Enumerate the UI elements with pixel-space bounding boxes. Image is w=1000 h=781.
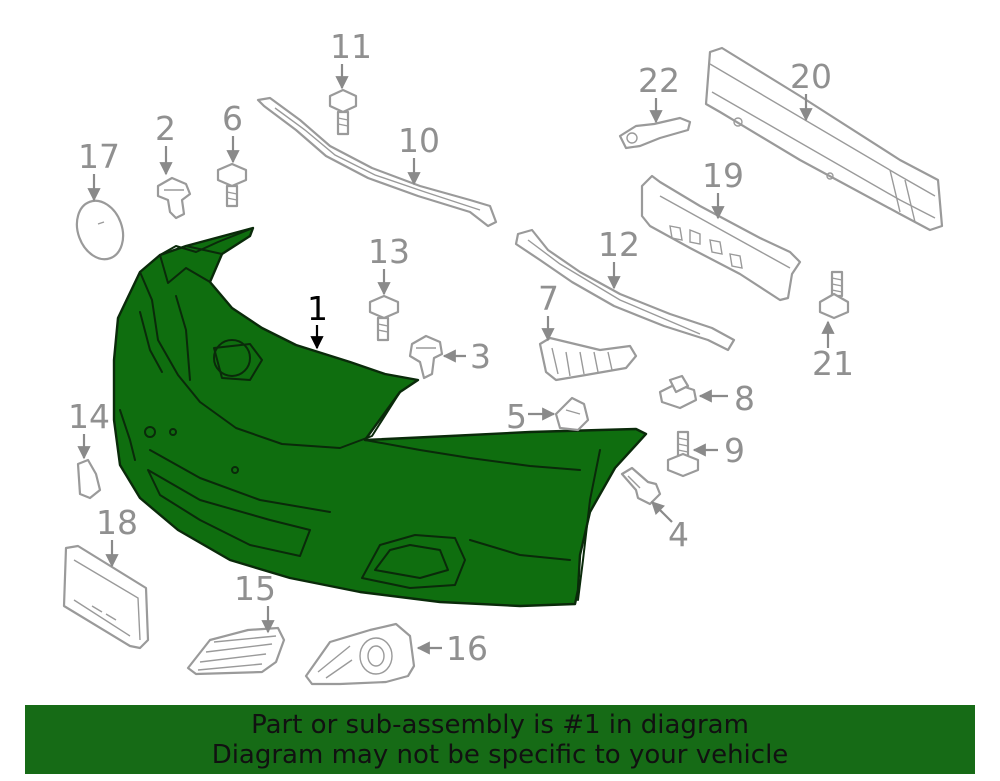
svg-text:18: 18	[96, 503, 138, 542]
callout-1: 1	[307, 289, 328, 350]
callout-14: 14	[68, 397, 110, 460]
callout-12: 12	[598, 225, 640, 290]
svg-text:10: 10	[398, 121, 440, 160]
svg-text:8: 8	[734, 379, 755, 418]
svg-text:16: 16	[446, 629, 488, 668]
part-14-side-cap[interactable]	[76, 458, 102, 500]
callout-11: 11	[330, 27, 372, 90]
svg-text:19: 19	[702, 156, 744, 195]
callout-19: 19	[702, 156, 744, 220]
svg-text:1: 1	[307, 289, 328, 328]
banner-line-1: Part or sub-assembly is #1 in diagram	[251, 710, 749, 740]
callout-17: 17	[78, 137, 120, 202]
part-1-bumper-cover[interactable]	[112, 226, 648, 608]
part-5-clip[interactable]	[554, 396, 590, 432]
svg-text:12: 12	[598, 225, 640, 264]
part-19-absorber[interactable]	[640, 174, 802, 302]
part-2-push-clip[interactable]	[156, 176, 192, 220]
callout-7: 7	[538, 279, 559, 342]
callout-21: 21	[812, 320, 854, 383]
part-8-nut[interactable]	[658, 374, 698, 410]
part-11-bolt[interactable]	[328, 88, 358, 136]
part-18-license-bracket[interactable]	[62, 544, 150, 650]
part-21-bolt[interactable]	[818, 270, 850, 320]
svg-text:11: 11	[330, 27, 372, 66]
svg-text:17: 17	[78, 137, 120, 176]
callout-18: 18	[96, 503, 138, 568]
part-4-screw[interactable]	[620, 466, 662, 506]
part-3-clip[interactable]	[408, 334, 444, 380]
callout-15: 15	[234, 569, 276, 634]
svg-text:7: 7	[538, 279, 559, 318]
part-16-fog-bezel[interactable]	[304, 622, 416, 686]
part-17-cap[interactable]	[69, 194, 131, 265]
part-9-bolt[interactable]	[666, 430, 700, 478]
svg-text:4: 4	[668, 515, 689, 554]
callout-8: 8	[698, 379, 755, 418]
callout-2: 2	[155, 109, 176, 176]
info-banner: Part or sub-assembly is #1 in diagram Di…	[25, 705, 975, 774]
callout-16: 16	[416, 629, 488, 668]
callout-9: 9	[692, 431, 745, 470]
part-15-grille[interactable]	[186, 626, 286, 676]
svg-text:5: 5	[506, 397, 527, 436]
svg-text:14: 14	[68, 397, 110, 436]
part-13-bolt[interactable]	[368, 294, 400, 342]
part-7-bracket[interactable]	[538, 336, 638, 382]
svg-text:2: 2	[155, 109, 176, 148]
callout-6: 6	[222, 99, 243, 164]
banner-line-2: Diagram may not be specific to your vehi…	[211, 740, 789, 770]
svg-text:13: 13	[368, 232, 410, 271]
parts-diagram: 1 2 6 17 11 10	[62, 27, 944, 686]
svg-text:3: 3	[470, 337, 491, 376]
callout-10: 10	[398, 121, 440, 186]
callout-13: 13	[368, 232, 410, 296]
callout-4: 4	[651, 501, 689, 554]
part-20-reinforcement[interactable]	[704, 46, 944, 232]
svg-text:21: 21	[812, 344, 854, 383]
part-10-upper-strip[interactable]	[256, 96, 498, 228]
callout-3: 3	[442, 337, 491, 376]
svg-text:22: 22	[638, 61, 680, 100]
part-22-bracket[interactable]	[618, 116, 692, 150]
callout-22: 22	[638, 61, 680, 124]
svg-text:6: 6	[222, 99, 243, 138]
part-6-bolt[interactable]	[216, 162, 248, 208]
svg-text:20: 20	[790, 57, 832, 96]
svg-text:9: 9	[724, 431, 745, 470]
svg-text:15: 15	[234, 569, 276, 608]
part-12-lower-strip[interactable]	[514, 228, 736, 352]
callout-5: 5	[506, 397, 556, 436]
callout-20: 20	[790, 57, 832, 122]
